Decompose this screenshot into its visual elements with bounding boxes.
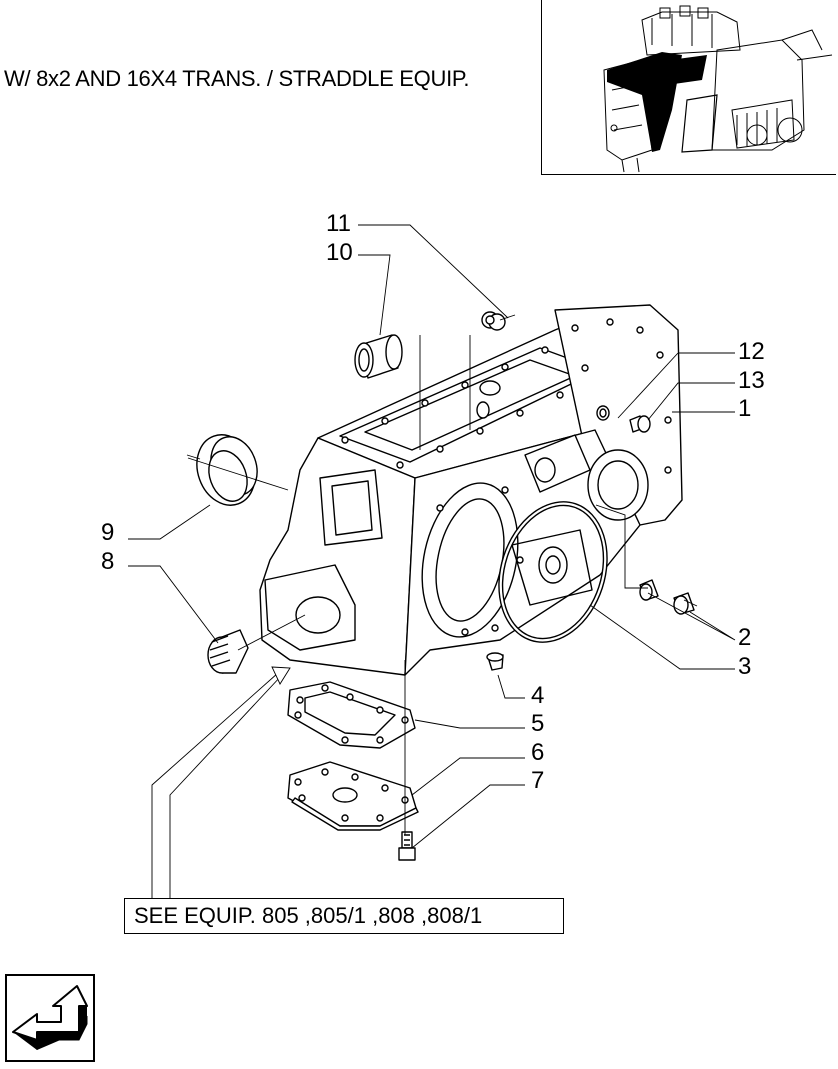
gasket-5 — [287, 681, 416, 749]
cover-plate-6 — [287, 761, 419, 831]
callout-5: 5 — [531, 710, 545, 737]
callout-3: 3 — [738, 653, 752, 680]
see-equipment-reference: SEE EQUIP. 805 ,805/1 ,808 ,808/1 — [124, 898, 564, 934]
callout-12: 12 — [738, 338, 765, 365]
needle-bearing-8 — [207, 629, 249, 674]
seal-ring-9 — [196, 434, 258, 506]
callout-1: 1 — [738, 395, 752, 422]
callout-4: 4 — [531, 682, 545, 709]
plug-13 — [629, 415, 651, 433]
next-page-button[interactable] — [5, 974, 95, 1062]
callout-9: 9 — [101, 519, 115, 546]
dowel-pins-2 — [639, 579, 695, 615]
callout-6: 6 — [531, 739, 545, 766]
bushing-11 — [481, 311, 506, 331]
location-thumbnail — [541, 0, 836, 175]
bushing-10 — [354, 334, 403, 379]
callout-11: 11 — [326, 210, 351, 237]
callout-8: 8 — [101, 548, 115, 575]
bolt-7 — [398, 831, 416, 861]
next-page-arrow-icon — [12, 985, 88, 1050]
callout-2: 2 — [738, 624, 752, 651]
callout-7: 7 — [531, 767, 545, 794]
tractor-transmission-thumbnail-icon — [603, 5, 833, 173]
callout-13: 13 — [738, 367, 765, 394]
plug-4 — [486, 652, 504, 671]
page-title: W/ 8x2 AND 16X4 TRANS. / STRADDLE EQUIP. — [4, 66, 470, 91]
transmission-housing — [259, 304, 683, 676]
callout-10: 10 — [326, 239, 353, 266]
